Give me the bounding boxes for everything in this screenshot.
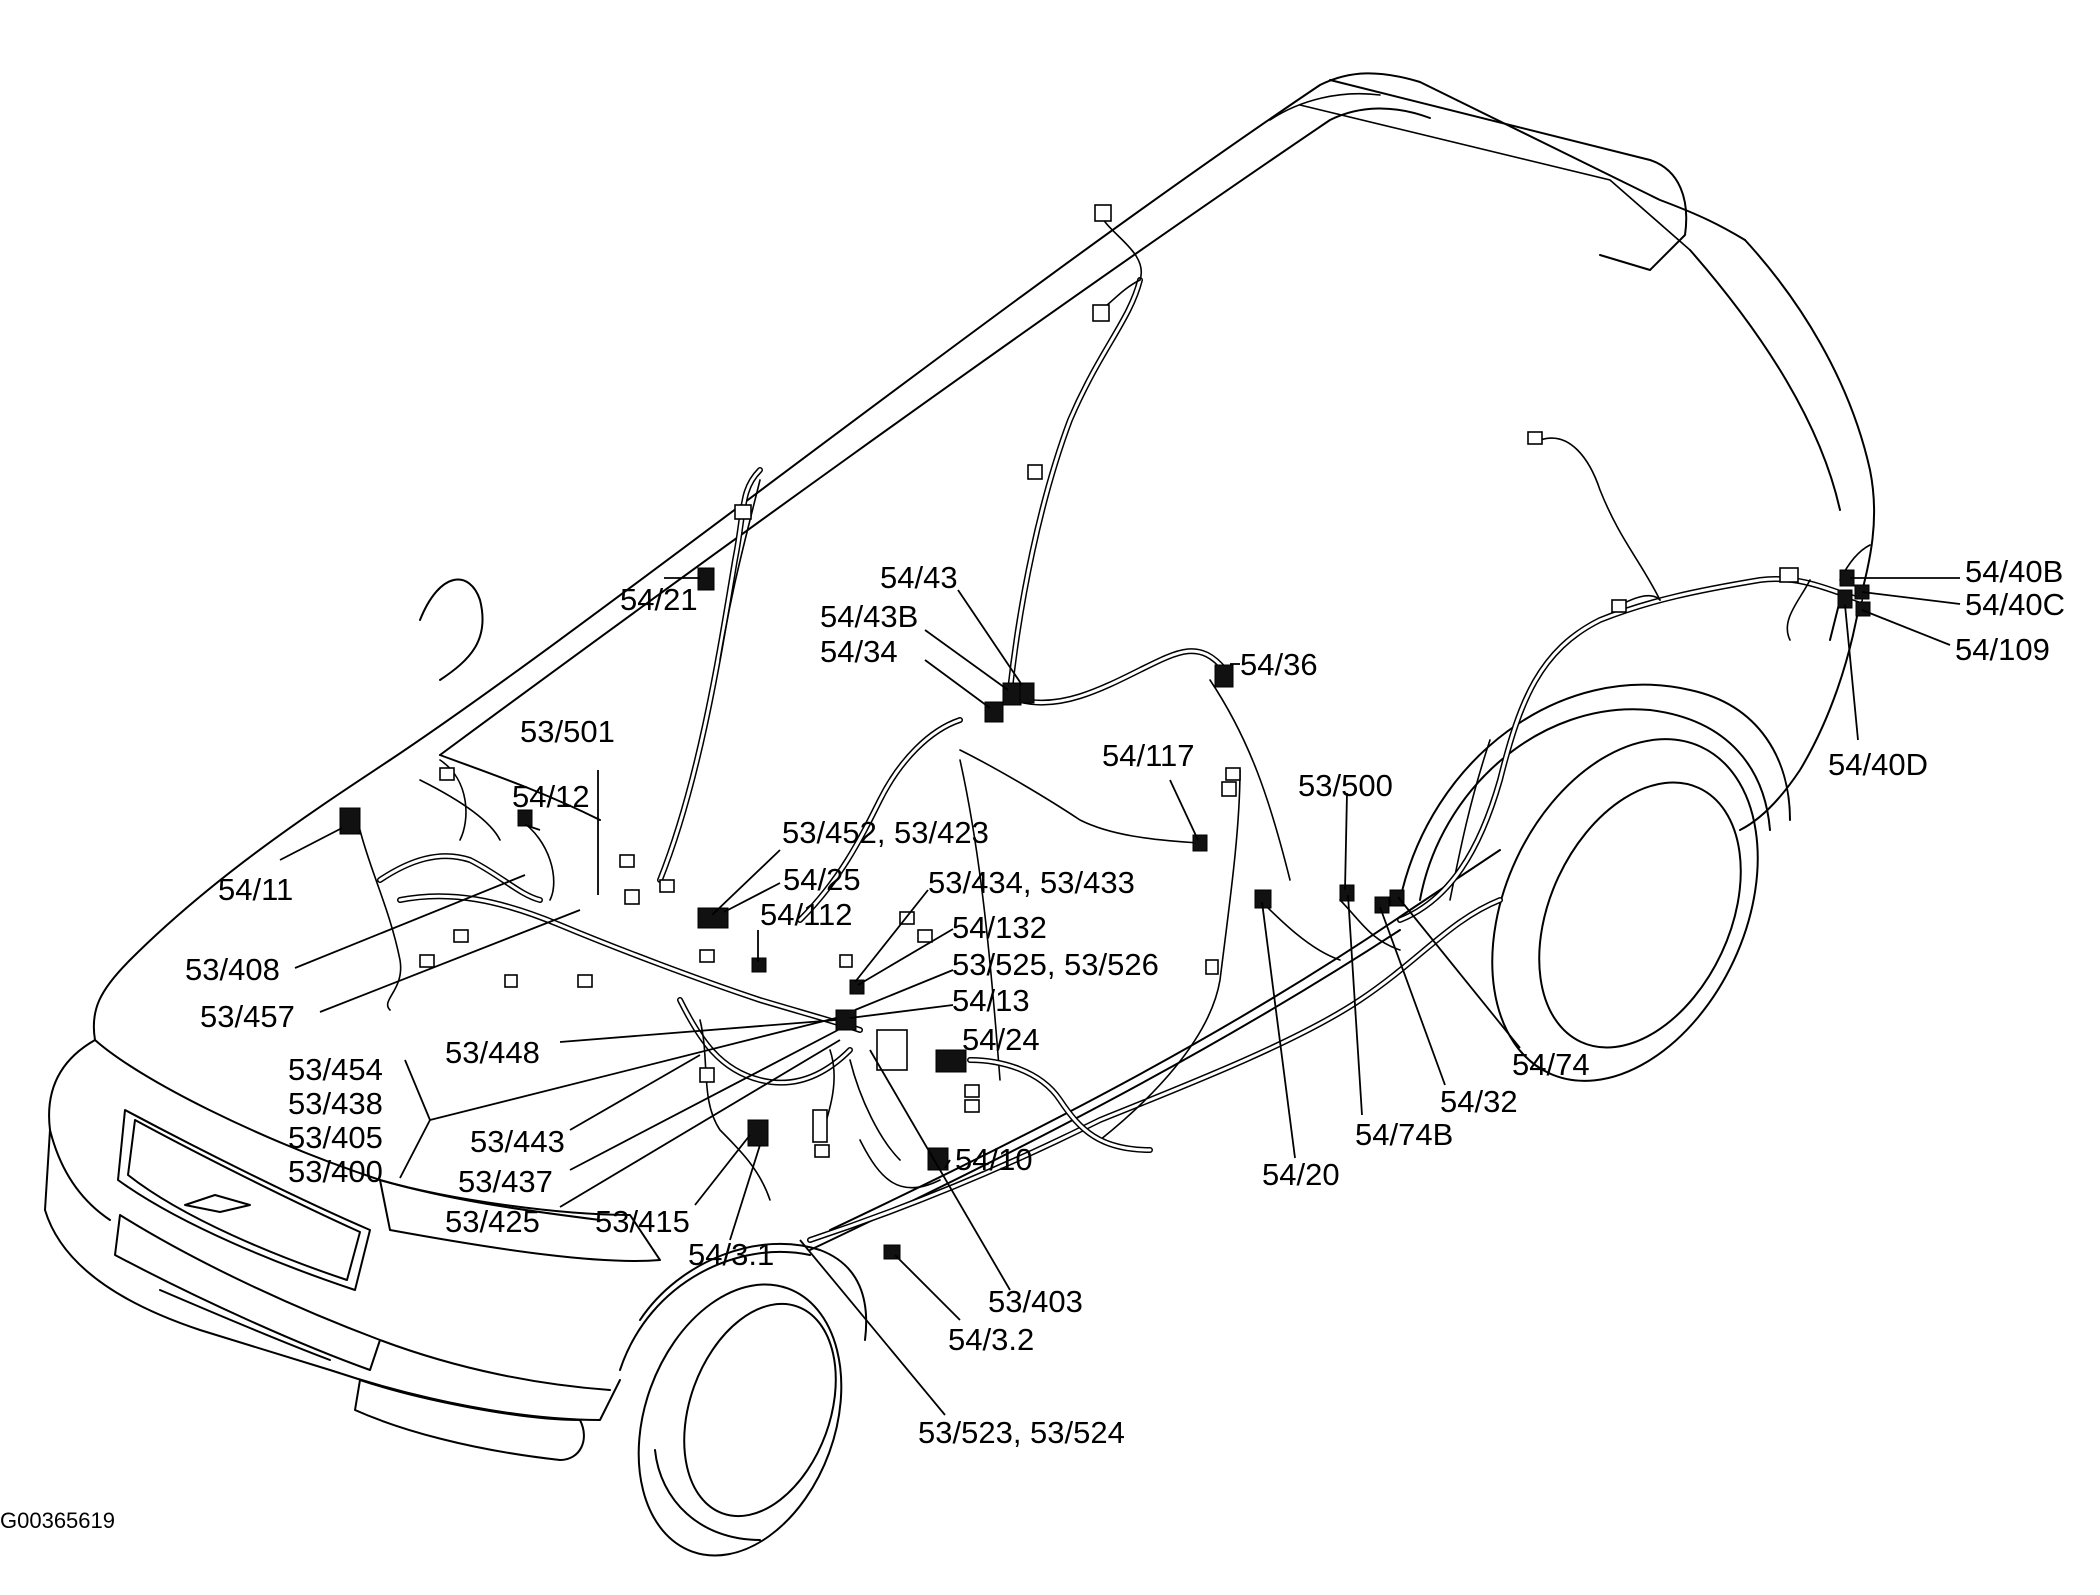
figure-code: G00365619 xyxy=(0,1508,115,1533)
label-54-12: 54/12 xyxy=(512,779,590,814)
connector-54-112 xyxy=(751,957,767,973)
connector-54-117 xyxy=(1192,834,1208,852)
label-54-40B: 54/40B xyxy=(1965,554,2063,589)
connector-54-36 xyxy=(1214,664,1234,688)
label-54-40C: 54/40C xyxy=(1965,587,2065,622)
label-53-408: 53/408 xyxy=(185,952,280,987)
connector-54-43B xyxy=(1002,682,1022,706)
label-53-443: 53/443 xyxy=(470,1124,565,1159)
leader-lines xyxy=(279,577,1961,1416)
label-54-43B: 54/43B xyxy=(820,599,918,634)
label-54-43: 54/43 xyxy=(880,560,958,595)
label-53-400: 53/400 xyxy=(288,1154,383,1189)
label-54-109: 54/109 xyxy=(1955,632,2050,667)
label-53-425: 53/425 xyxy=(445,1204,540,1239)
connector-54-13 xyxy=(835,1009,857,1031)
label-54-13: 54/13 xyxy=(952,983,1030,1018)
label-54-3-1: 54/3.1 xyxy=(688,1237,774,1272)
connector-54-74B xyxy=(1339,884,1355,902)
label-53-500: 53/500 xyxy=(1298,768,1393,803)
label-53-501: 53/501 xyxy=(520,714,615,749)
label-53-403: 53/403 xyxy=(988,1284,1083,1319)
connector-54-25 xyxy=(697,907,729,929)
label-54-117: 54/117 xyxy=(1102,738,1195,773)
connector-54-12 xyxy=(517,809,533,827)
label-53-448: 53/448 xyxy=(445,1035,540,1070)
label-54-3-2: 54/3.2 xyxy=(948,1322,1034,1357)
label-54-36: 54/36 xyxy=(1240,647,1318,682)
label-54-25: 54/25 xyxy=(783,862,861,897)
label-54-40D: 54/40D xyxy=(1828,747,1928,782)
label-53-454: 53/454 xyxy=(288,1052,383,1087)
label-54-24: 54/24 xyxy=(962,1022,1040,1057)
label-53-523-524: 53/523, 53/524 xyxy=(918,1415,1125,1450)
label-54-132: 54/132 xyxy=(952,910,1047,945)
connector-54-11 xyxy=(339,807,361,835)
label-53-525-526: 53/525, 53/526 xyxy=(952,947,1159,982)
connector-54-10 xyxy=(927,1147,949,1171)
label-54-74B: 54/74B xyxy=(1355,1117,1453,1152)
label-54-112: 54/112 xyxy=(760,897,853,932)
label-54-74: 54/74 xyxy=(1512,1047,1590,1082)
label-54-10: 54/10 xyxy=(955,1142,1033,1177)
wiring-harness xyxy=(359,209,1871,1243)
label-54-34: 54/34 xyxy=(820,634,898,669)
connector-54-74 xyxy=(1389,889,1405,907)
connector-54-34 xyxy=(984,701,1004,723)
label-53-438: 53/438 xyxy=(288,1086,383,1121)
callout-labels: 54/21 54/43 54/43B 54/34 54/36 54/117 53… xyxy=(185,554,2065,1450)
label-54-21: 54/21 xyxy=(620,582,698,617)
label-54-11: 54/11 xyxy=(218,872,293,907)
connector-54-24 xyxy=(935,1049,967,1073)
connector-54-3-1 xyxy=(747,1119,769,1147)
label-53-452-423: 53/452, 53/423 xyxy=(782,815,989,850)
connector-54-43 xyxy=(1019,682,1035,704)
label-53-415: 53/415 xyxy=(595,1204,690,1239)
connector-54-21 xyxy=(697,567,715,591)
label-54-32: 54/32 xyxy=(1440,1084,1518,1119)
label-53-405: 53/405 xyxy=(288,1120,383,1155)
label-54-20: 54/20 xyxy=(1262,1157,1340,1192)
label-53-434-433: 53/434, 53/433 xyxy=(928,865,1135,900)
connector-54-109 xyxy=(1855,601,1871,617)
label-53-457: 53/457 xyxy=(200,999,295,1034)
label-53-437: 53/437 xyxy=(458,1164,553,1199)
